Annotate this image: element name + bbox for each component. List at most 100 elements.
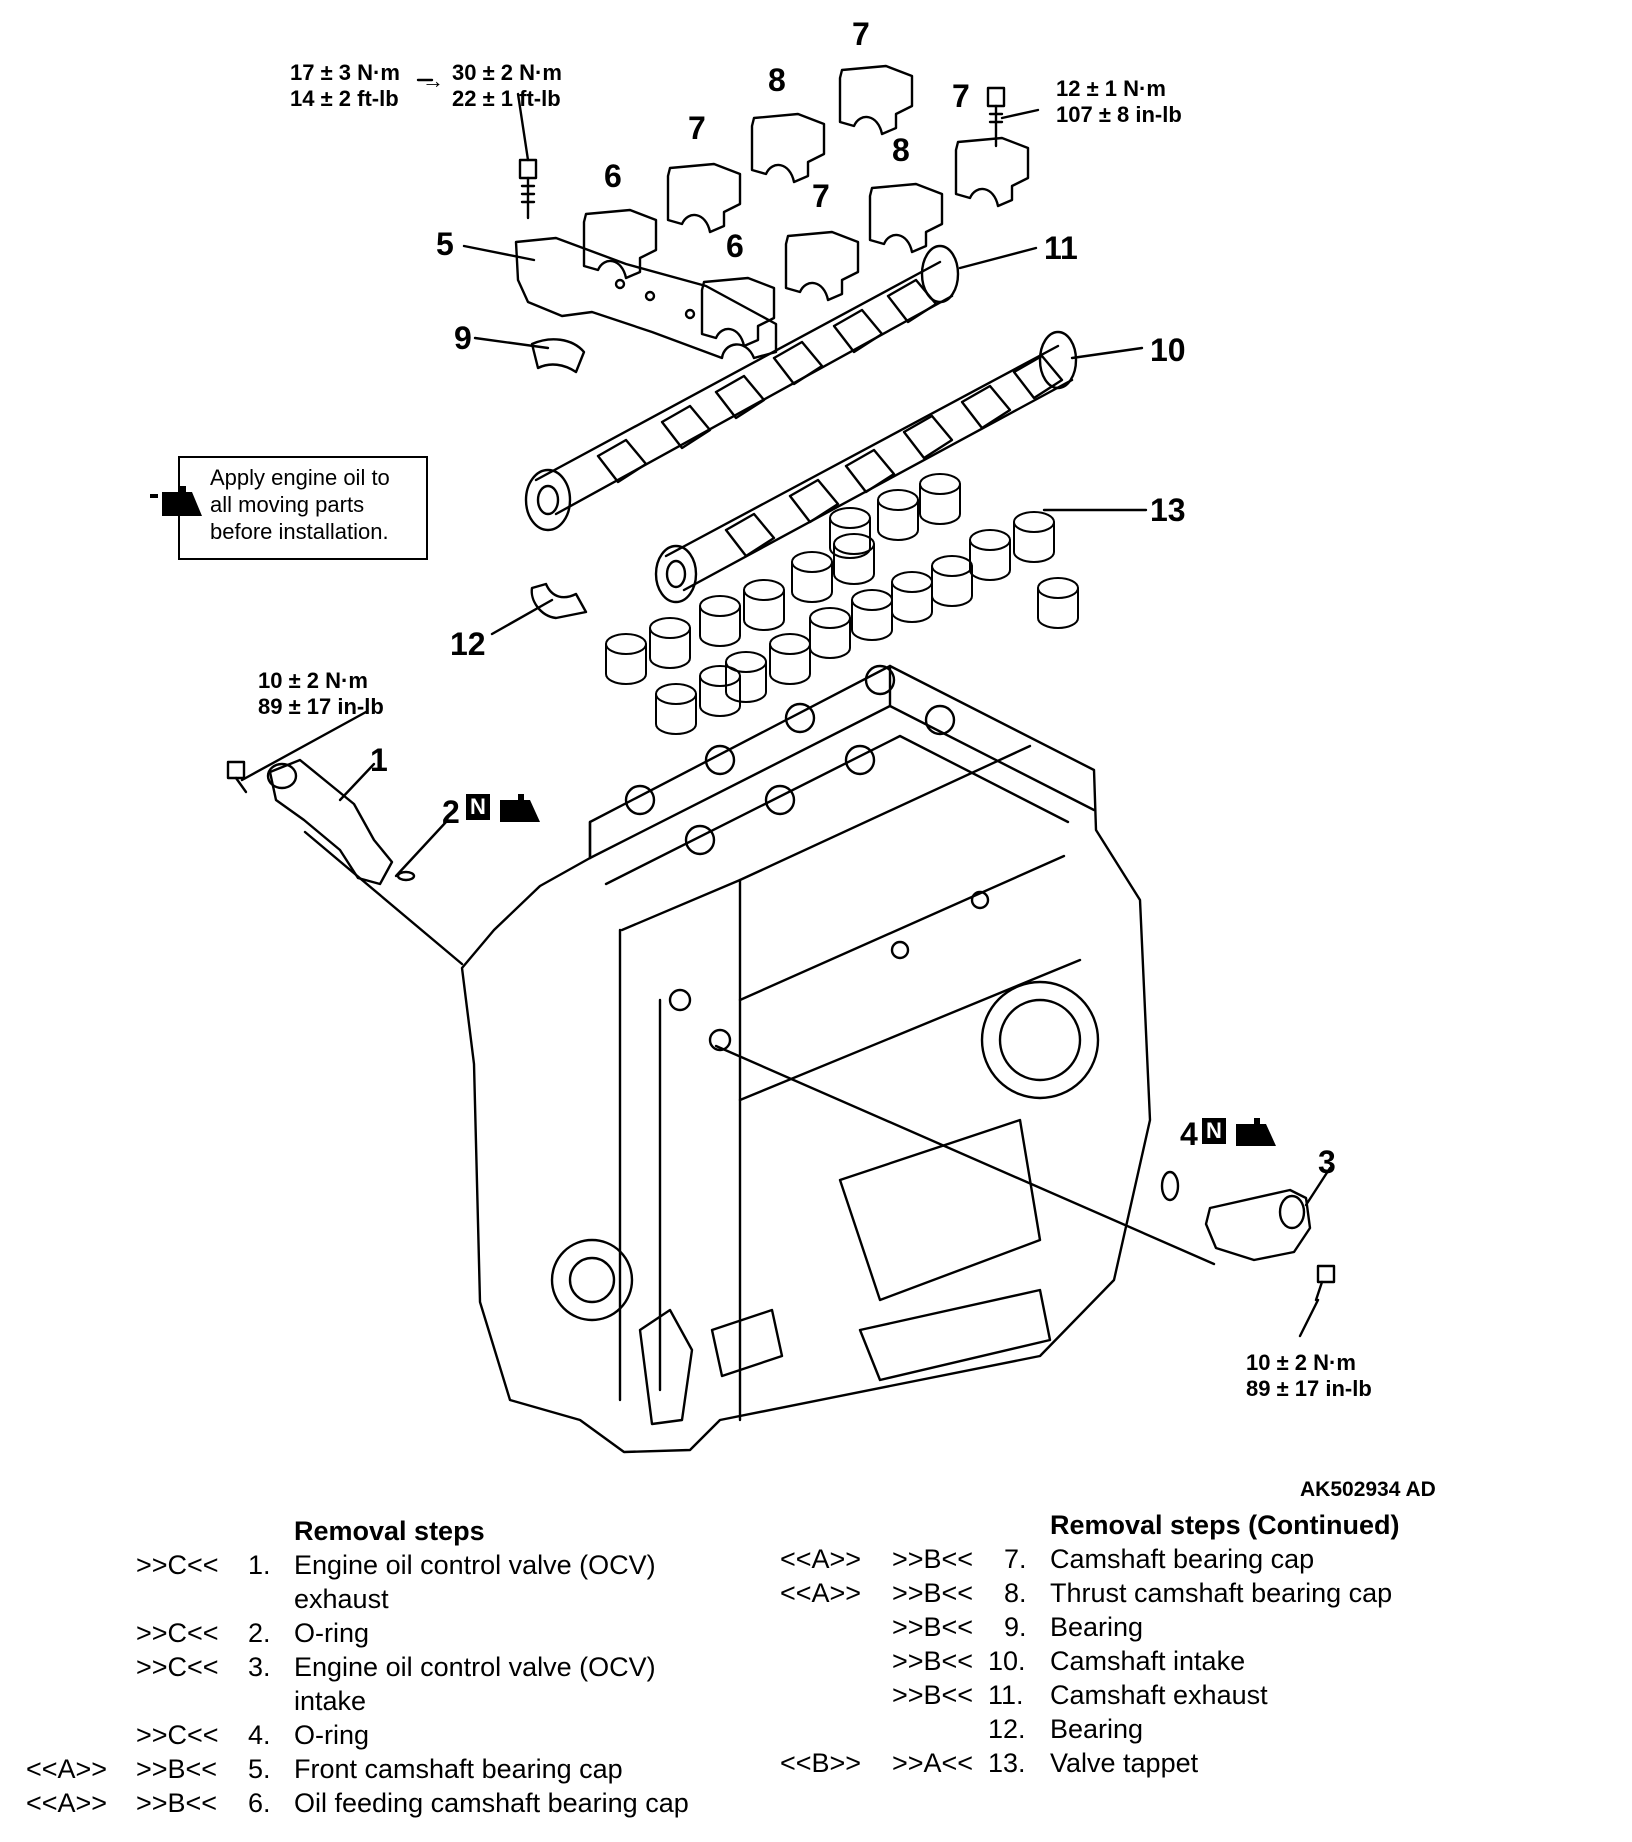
note-line-3: before installation. [210,519,389,544]
step-row: <<A>> >>B<< 7. Camshaft bearing cap [780,1542,1480,1576]
callout-3: 3 [1318,1144,1336,1180]
step-text: exhaust [294,1584,389,1614]
steps-right-heading-row: Removal steps (Continued) [780,1508,1480,1542]
step-marker-1: <<A>> [26,1754,108,1784]
torque-label-4: 10 ± 2 N·m 89 ± 17 in-lb [258,668,384,720]
torque-label-2: 30 ± 2 N·m 22 ± 1 ft-lb [452,60,562,112]
step-text: Engine oil control valve (OCV) [294,1652,656,1682]
step-number: 10. [988,1646,1026,1676]
step-marker-2: >>C<< [136,1550,219,1580]
step-marker-2: >>C<< [136,1618,219,1648]
callout-1: 1 [370,742,388,778]
callout-7a: 7 [852,16,870,52]
torque-2-ftlb: 22 ± 1 ft-lb [452,86,561,111]
steps-left-heading-row: Removal steps [26,1514,746,1548]
removal-steps-right: Removal steps (Continued) <<A>> >>B<< 7.… [780,1508,1480,1780]
step-marker-1: <<A>> [780,1544,862,1574]
step-text: intake [294,1686,367,1716]
leader-lines [240,78,1332,1338]
camshaft-intake [654,330,1078,604]
callout-9: 9 [454,320,472,356]
step-row: <<A>> >>B<< 5. Front camshaft bearing ca… [26,1752,746,1786]
step-number: 2. [248,1618,271,1648]
torque-arrow: → [422,68,444,93]
step-marker-2: >>C<< [136,1652,219,1682]
step-number: 5. [248,1754,271,1784]
torque-label-5: 10 ± 2 N·m 89 ± 17 in-lb [1246,1350,1372,1402]
step-number: 1. [248,1550,271,1580]
step-text: Valve tappet [1050,1748,1199,1778]
valve-tappets [605,473,1079,735]
step-text: Front camshaft bearing cap [294,1754,623,1784]
bolts [226,86,1336,1302]
step-marker-2: >>B<< [892,1646,974,1676]
step-row: <<B>> >>A<< 13. Valve tappet [780,1746,1480,1780]
step-text: Camshaft bearing cap [1050,1544,1315,1574]
torque-4-inlb: 89 ± 17 in-lb [258,694,384,719]
step-row: >>C<< 4. O-ring [26,1718,746,1752]
step-row: >>B<< 10. Camshaft intake [780,1644,1480,1678]
step-marker-2: >>B<< [892,1680,974,1710]
step-number: 8. [1004,1578,1027,1608]
step-row: >>C<< 2. O-ring [26,1616,746,1650]
step-text: Thrust camshaft bearing cap [1050,1578,1393,1608]
step-number: 7. [1004,1544,1027,1574]
callout-6a: 6 [604,158,622,194]
step-marker-1: <<A>> [26,1788,108,1818]
step-row: <<A>> >>B<< 8. Thrust camshaft bearing c… [780,1576,1480,1610]
engine-oil-note: Apply engine oil to all moving parts bef… [178,456,428,560]
torque-label-1: 17 ± 3 N·m 14 ± 2 ft-lb [290,60,400,112]
callout-7d: 7 [812,178,830,214]
step-marker-2: >>B<< [892,1544,974,1574]
note-line-2: all moving parts [210,492,365,517]
step-text: O-ring [294,1618,370,1648]
bearing-shells [530,338,588,620]
torque-label-3: 12 ± 1 N·m 107 ± 8 in-lb [1056,76,1182,128]
oil-can-icon [150,486,202,516]
torque-5-inlb: 89 ± 17 in-lb [1246,1376,1372,1401]
step-row: <<A>> >>B<< 6. Oil feeding camshaft bear… [26,1786,746,1820]
torque-5-nm: 10 ± 2 N·m [1246,1350,1356,1375]
callout-12: 12 [450,626,486,662]
callout-5: 5 [436,226,454,262]
step-marker-2: >>B<< [136,1788,218,1818]
step-row: intake [26,1684,746,1718]
callout-8b: 8 [892,132,910,168]
callout-10: 10 [1150,332,1186,368]
step-number: 6. [248,1788,271,1818]
engine-block [460,664,1152,1454]
step-row: >>C<< 3. Engine oil control valve (OCV) [26,1650,746,1684]
callout-2: 2 [442,794,460,830]
step-number: 12. [988,1714,1026,1744]
step-marker-1: <<B>> [780,1748,862,1778]
steps-right-heading: Removal steps (Continued) [1050,1510,1400,1540]
step-marker-2: >>B<< [892,1612,974,1642]
step-text: Engine oil control valve (OCV) [294,1550,656,1580]
n-badge-2: N [470,794,486,819]
step-text: Camshaft exhaust [1050,1680,1268,1710]
n-badge-4: N [1206,1118,1222,1143]
step-text: Oil feeding camshaft bearing cap [294,1788,689,1818]
callout-6b: 6 [726,228,744,264]
steps-left-heading: Removal steps [294,1516,485,1546]
callout-7c: 7 [688,110,706,146]
callout-7b: 7 [952,78,970,114]
camshaft-bearing-caps [514,64,1030,360]
step-text: Bearing [1050,1714,1144,1744]
step-number: 4. [248,1720,271,1750]
step-number: 13. [988,1748,1026,1778]
callout-8a: 8 [768,62,786,98]
step-marker-2: >>C<< [136,1720,219,1750]
step-row: >>B<< 11. Camshaft exhaust [780,1678,1480,1712]
step-text: O-ring [294,1720,370,1750]
step-row: >>B<< 9. Bearing [780,1610,1480,1644]
camshaft-exhaust [524,244,960,532]
step-number: 9. [1004,1612,1027,1642]
oil-control-valves [266,758,1312,1262]
callout-4: 4 [1180,1116,1198,1152]
removal-steps-left: Removal steps >>C<< 1. Engine oil contro… [26,1514,746,1820]
step-marker-1: <<A>> [780,1578,862,1608]
torque-3-inlb: 107 ± 8 in-lb [1056,102,1182,127]
step-text: Camshaft intake [1050,1646,1246,1676]
